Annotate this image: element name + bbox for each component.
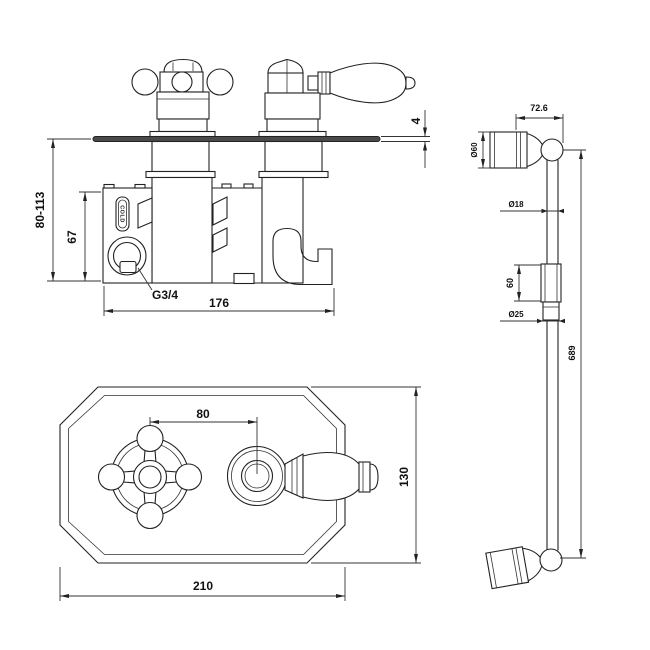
plate-front-outer bbox=[59, 386, 346, 564]
cross-handle-side bbox=[131, 58, 234, 138]
dim-bracket-projection: 72.6 bbox=[515, 103, 564, 143]
bottom-wall-bracket bbox=[485, 546, 543, 590]
top-wall-bracket bbox=[489, 131, 564, 169]
dim-slider-diameter: Ø25 bbox=[500, 310, 565, 324]
wall-plate-side bbox=[92, 136, 381, 142]
bracket-ball-joint-bottom bbox=[539, 548, 563, 572]
shower-head-slider bbox=[540, 263, 562, 321]
valve-body-side: COLD bbox=[102, 140, 333, 286]
lever-teardrop-front bbox=[302, 452, 365, 501]
lever-handle-front bbox=[226, 445, 379, 507]
cross-handle-front bbox=[97, 424, 203, 530]
dim-label-rail-length: 689 bbox=[567, 345, 577, 360]
lever-teardrop bbox=[329, 62, 407, 104]
dim-label-plate-width: 210 bbox=[193, 579, 213, 593]
dim-label-handle-spacing: 80 bbox=[196, 407, 210, 421]
dim-label-plate-height: 130 bbox=[397, 467, 411, 487]
handle-screw-circle bbox=[171, 71, 193, 93]
dim-label-slider-diameter: Ø25 bbox=[508, 310, 524, 319]
dim-bracket-diameter: Ø60 bbox=[470, 131, 490, 169]
dim-tube-diameter: Ø18 bbox=[500, 200, 564, 214]
cross-ball-left bbox=[131, 68, 159, 96]
dim-label-body-width: 176 bbox=[209, 296, 229, 310]
dim-handle-spacing: 80 bbox=[149, 407, 258, 474]
dim-label-plate-thickness: 4 bbox=[409, 117, 423, 124]
dim-body-height: 67 bbox=[65, 191, 101, 281]
dim-label-depth-range: 80-113 bbox=[33, 191, 47, 228]
rail-tube bbox=[546, 158, 559, 551]
cross-ball-bottom bbox=[136, 501, 164, 530]
dim-inlet-thread: G3/4 bbox=[137, 267, 178, 302]
cross-ball-right bbox=[206, 68, 234, 96]
cross-ball-top bbox=[136, 424, 164, 453]
dim-label-slider-height: 60 bbox=[505, 278, 515, 288]
dim-label-body-height: 67 bbox=[65, 230, 79, 244]
dim-slider-height: 60 bbox=[505, 264, 541, 302]
dim-plate-height: 130 bbox=[311, 386, 421, 564]
lever-handle-side bbox=[258, 58, 416, 138]
dim-plate-width: 210 bbox=[59, 567, 346, 601]
slide-rail: 72.6 Ø60 Ø18 60 Ø25 bbox=[470, 103, 586, 590]
plate-front-inner bbox=[68, 395, 337, 555]
cross-ball-left bbox=[97, 463, 126, 491]
dim-label-bracket-projection: 72.6 bbox=[530, 103, 548, 113]
cold-badge bbox=[115, 196, 130, 232]
dim-label-tube-diameter: Ø18 bbox=[508, 200, 524, 209]
front-view: 80 130 210 bbox=[59, 386, 421, 601]
dim-rail-length: 689 bbox=[560, 149, 586, 559]
dim-label-bracket-diameter: Ø60 bbox=[470, 142, 479, 158]
bracket-ball-joint bbox=[540, 138, 564, 162]
dim-plate-thickness: 4 bbox=[381, 110, 430, 168]
cold-label: COLD bbox=[119, 205, 125, 223]
dim-label-inlet-thread: G3/4 bbox=[152, 288, 178, 302]
side-view: COLD bbox=[33, 58, 430, 316]
outlet-elbow bbox=[272, 227, 333, 286]
dim-depth-range: 80-113 bbox=[33, 138, 101, 282]
dim-body-width: 176 bbox=[103, 286, 335, 316]
cross-ball-right bbox=[174, 463, 203, 491]
